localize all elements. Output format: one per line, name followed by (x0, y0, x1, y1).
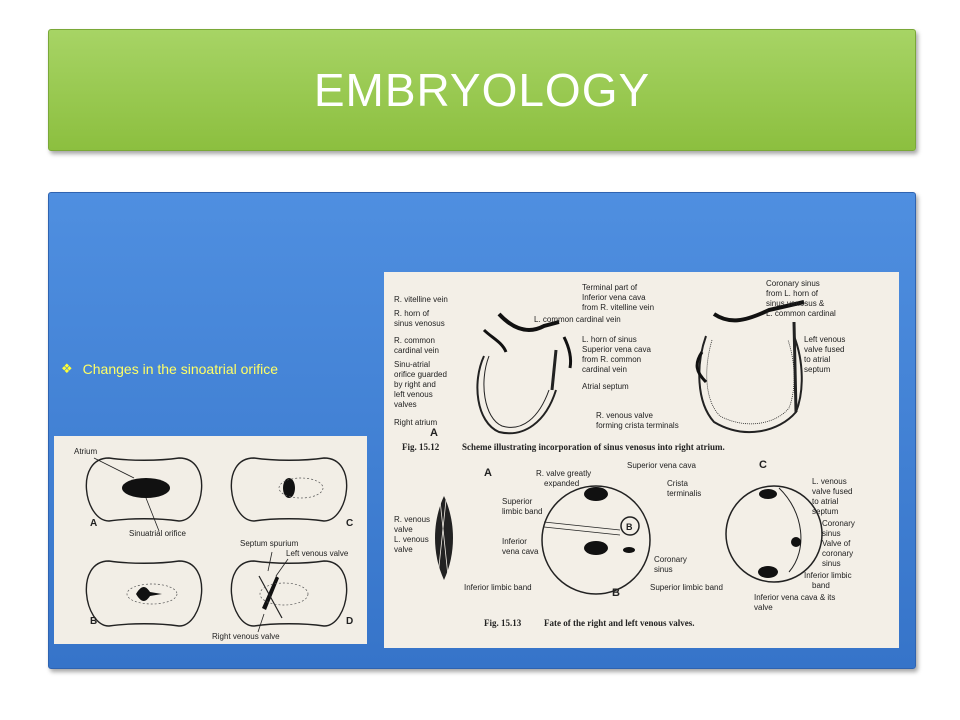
sinus-venosus-diagram: R. vitelline vein R. horn of sinus venos… (394, 279, 855, 628)
label-l-horn: L. horn of sinus (582, 335, 637, 344)
label-sup-limbic-1: Superior (502, 497, 533, 506)
label-right-atrium: Right atrium (394, 418, 437, 427)
diamond-bullet-icon: ❖ (61, 361, 73, 376)
label-ivc-1: Inferior (502, 537, 527, 546)
label-r-venous-1: R. venous (394, 515, 430, 524)
label-top-panel-a: A (430, 427, 438, 439)
label-cs-2: sinus (822, 529, 841, 538)
label-cs-1: Coronary (822, 519, 855, 528)
fig-15-12-drawing (476, 300, 805, 435)
sinoatrial-orifice-figure: Atrium A Sinuatrial orifice C B (54, 436, 367, 644)
label-coronary-2: from L. horn of (766, 289, 819, 298)
label-panel-d: D (346, 616, 353, 627)
label-lv-fused-4: septum (812, 507, 839, 516)
label-bottom-panel-b: B (612, 587, 620, 599)
sinoatrial-diagram: Atrium A Sinuatrial orifice C B (74, 447, 353, 641)
label-right-venous-valve: Right venous valve (212, 632, 280, 641)
label-bottom-panel-a: A (484, 467, 492, 479)
label-coronary-sinus-2: sinus (654, 565, 673, 574)
label-bottom-panel-c: C (759, 459, 767, 471)
label-lv-fused-3: to atrial (812, 497, 838, 506)
label-r-venous-2: valve (394, 525, 413, 534)
label-valve-cs-2: coronary (822, 549, 853, 558)
title-bar: EMBRYOLOGY (48, 29, 916, 151)
label-sinu-atrial-2: orifice guarded (394, 370, 447, 379)
label-septum-spurium: Septum spurium (240, 539, 299, 548)
label-r-common-2: cardinal vein (394, 346, 439, 355)
label-terminal-2: Inferior vena cava (582, 293, 646, 302)
label-atrial-septum: Atrial septum (582, 382, 629, 391)
label-r-horn-1: R. horn of (394, 309, 430, 318)
label-atrium: Atrium (74, 447, 97, 456)
fig-15-12-labels: R. vitelline vein R. horn of sinus venos… (394, 279, 845, 439)
panel-a-drawing (85, 457, 203, 532)
label-svc-2: from R. common (582, 355, 641, 364)
label-left-venous-3: to atrial (804, 355, 830, 364)
label-sinu-atrial-1: Sinu-atrial (394, 360, 430, 369)
label-svc-1: Superior vena cava (582, 345, 651, 354)
label-terminal-3: from R. vitelline vein (582, 303, 654, 312)
label-panel-a: A (90, 518, 97, 529)
bullet-item: ❖ Changes in the sinoatrial orifice (61, 361, 278, 377)
panel-c-drawing (230, 457, 348, 522)
label-sinuatrial-orifice: Sinuatrial orifice (129, 529, 186, 538)
label-coronary-sinus-1: Coronary (654, 555, 687, 564)
bullet-text: Changes in the sinoatrial orifice (82, 361, 278, 377)
label-ivc-2: vena cava (502, 547, 539, 556)
label-valve-cs-1: Valve of (822, 539, 851, 548)
label-sinu-atrial-3: by right and (394, 380, 436, 389)
caption-1-label: Fig. 15.12 (402, 442, 440, 452)
sinus-venosus-figure: R. vitelline vein R. horn of sinus venos… (384, 272, 899, 648)
fig-15-13-labels: A R. valve greatly expanded Superior ven… (394, 459, 855, 612)
label-l-venous-1: L. venous (394, 535, 429, 544)
label-terminal-1: Terminal part of (582, 283, 638, 292)
label-panel-b: B (90, 616, 97, 627)
label-r-horn-2: sinus venosus (394, 319, 445, 328)
label-sup-limbic-2: limbic band (502, 507, 542, 516)
label-svc-3: cardinal vein (582, 365, 627, 374)
label-left-venous-1: Left venous (804, 335, 845, 344)
label-r-vitelline-vein: R. vitelline vein (394, 295, 448, 304)
label-inf-limbic-1: Inferior limbic (804, 571, 852, 580)
label-ivc-valve-1: Inferior vena cava & its (754, 593, 835, 602)
label-crista-1: Crista (667, 479, 688, 488)
label-left-venous-4: septum (804, 365, 831, 374)
fig-15-13-drawing (435, 485, 823, 595)
label-coronary-4: L. common cardinal (766, 309, 836, 318)
label-panel-c: C (346, 518, 353, 529)
label-ivc-valve-2: valve (754, 603, 773, 612)
label-l-common-cardinal: L. common cardinal vein (534, 315, 621, 324)
label-r-common-1: R. common (394, 336, 435, 345)
label-r-venous-valve-1: R. venous valve (596, 411, 653, 420)
label-left-venous-2: valve fused (804, 345, 844, 354)
label-panel-b-circle: B (626, 522, 633, 532)
caption-2-label: Fig. 15.13 (484, 618, 522, 628)
label-l-venous-2: valve (394, 545, 413, 554)
label-sinu-atrial-4: left venous (394, 390, 433, 399)
label-r-valve-2: expanded (544, 479, 579, 488)
label-crista-2: terminalis (667, 489, 701, 498)
panel-d-drawing (230, 551, 348, 633)
label-r-venous-valve-2: forming crista terminals (596, 421, 679, 430)
label-coronary-1: Coronary sinus (766, 279, 820, 288)
label-r-valve-1: R. valve greatly (536, 469, 591, 478)
content-box: ❖ Changes in the sinoatrial orifice Atri… (48, 192, 916, 669)
label-inf-limbic-2: band (812, 581, 830, 590)
label-valve-cs-3: sinus (822, 559, 841, 568)
label-coronary-3: sinus venosus & (766, 299, 825, 308)
label-sinu-atrial-5: valves (394, 400, 417, 409)
slide-title: EMBRYOLOGY (313, 64, 651, 116)
caption-1-text: Scheme illustrating incorporation of sin… (462, 442, 725, 452)
panel-b-drawing (85, 560, 203, 627)
label-inf-limbic: Inferior limbic band (464, 583, 532, 592)
label-svc: Superior vena cava (627, 461, 696, 470)
caption-2-text: Fate of the right and left venous valves… (544, 618, 695, 628)
label-lv-fused-2: valve fused (812, 487, 852, 496)
label-left-venous-valve: Left venous valve (286, 549, 349, 558)
label-lv-fused-1: L. venous (812, 477, 847, 486)
label-sup-limbic-band: Superior limbic band (650, 583, 723, 592)
